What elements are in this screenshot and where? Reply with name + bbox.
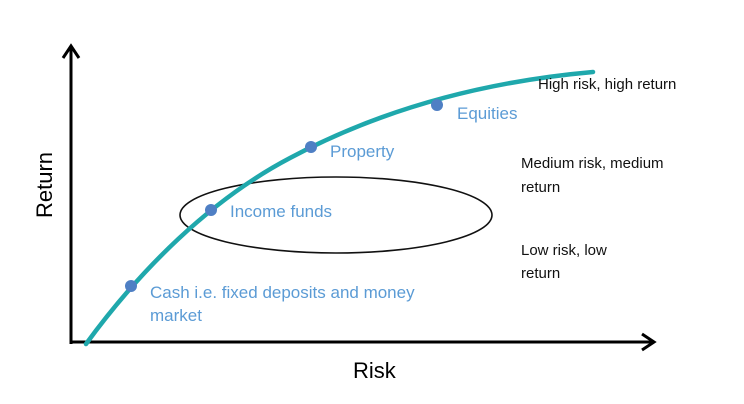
annotation-low-risk-line1: Low risk, low [521,242,607,259]
point-label-income-funds: Income funds [230,202,333,221]
point-label-cash-line2: market [150,306,202,325]
income-funds-highlight-ellipse [179,176,493,254]
point-label-property: Property [330,142,395,161]
marker-equities [431,99,443,111]
x-axis-arrow-icon [641,332,657,352]
x-axis-title: Risk [353,358,396,383]
point-label-cash: Cash i.e. fixed deposits and money [150,283,415,302]
annotation-low-risk-line2: return [521,265,561,282]
y-axis-title: Return [32,151,57,218]
marker-property [305,141,317,153]
marker-income-funds [205,204,217,216]
risk-return-curve [83,69,596,347]
marker-cash [125,280,137,292]
point-label-equities: Equities [457,104,518,123]
annotation-medium-risk-line1: Medium risk, medium [521,155,664,172]
y-axis-arrow-icon [61,43,81,59]
annotation-high-risk: High risk, high return [538,76,677,93]
annotation-medium-risk-line2: return [521,179,561,196]
